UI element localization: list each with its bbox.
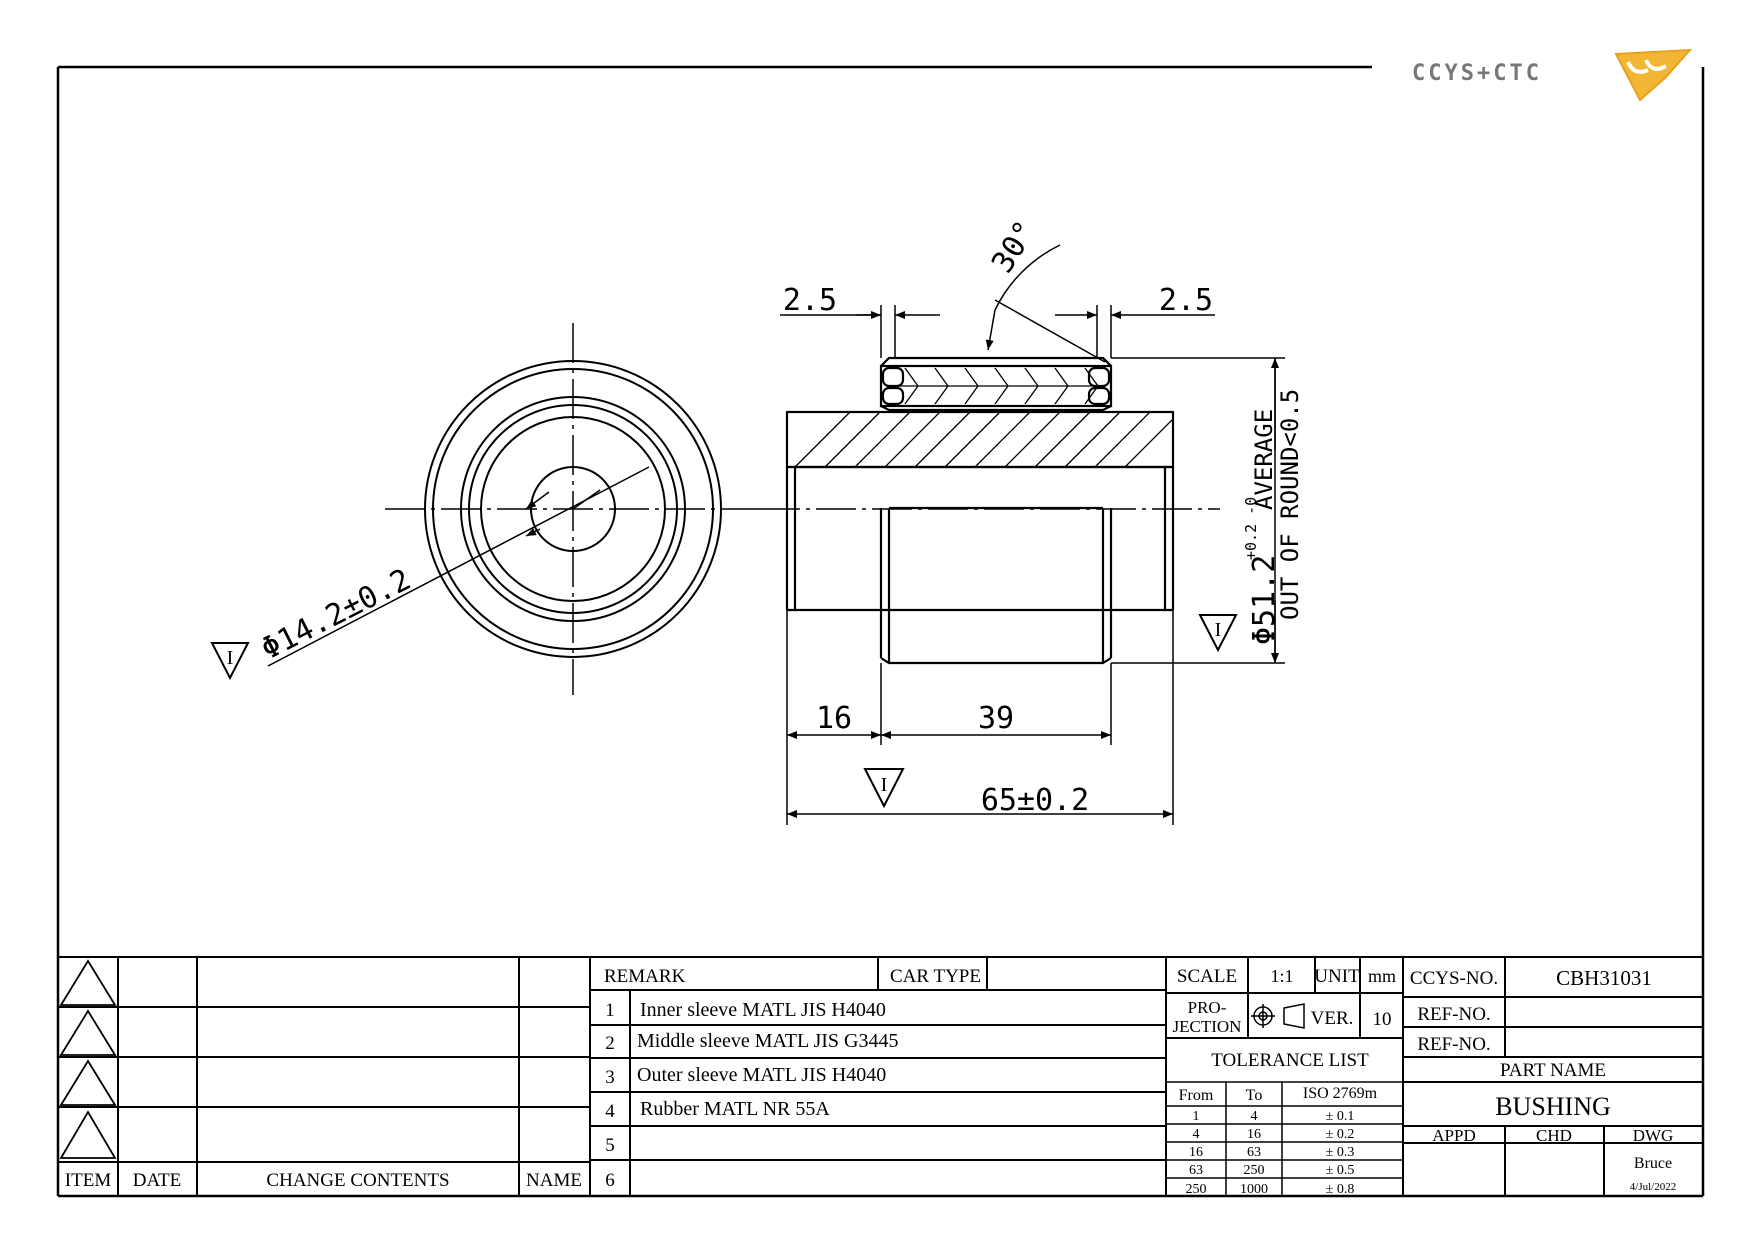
svg-text:CHANGE CONTENTS: CHANGE CONTENTS <box>266 1170 449 1191</box>
svg-text:APPD: APPD <box>1432 1126 1475 1145</box>
svg-text:DWG: DWG <box>1633 1126 1674 1145</box>
svg-text:4: 4 <box>605 1101 615 1122</box>
svg-text:5: 5 <box>605 1135 615 1156</box>
svg-text:6: 6 <box>605 1170 615 1191</box>
svg-text:REF-NO.: REF-NO. <box>1417 1004 1490 1025</box>
svg-text:1: 1 <box>1193 1109 1200 1124</box>
svg-text:16: 16 <box>1247 1127 1261 1142</box>
svg-text:PART NAME: PART NAME <box>1500 1060 1606 1081</box>
remark-texts: REMARK CAR TYPE 1 Inner sleeve MATL JIS … <box>604 966 981 1191</box>
svg-text:10: 10 <box>1373 1009 1392 1030</box>
svg-text:Φ51.2: Φ51.2 <box>1247 555 1282 645</box>
svg-text:CAR TYPE: CAR TYPE <box>890 966 981 987</box>
svg-text:To: To <box>1246 1087 1263 1104</box>
svg-text:UNIT: UNIT <box>1314 966 1360 987</box>
svg-text:VER.: VER. <box>1311 1008 1354 1029</box>
svg-text:I: I <box>1215 619 1222 641</box>
svg-text:From: From <box>1179 1087 1214 1104</box>
revision-headers: ITEM DATE CHANGE CONTENTS NAME <box>65 1170 582 1191</box>
end-view <box>267 323 760 695</box>
svg-text:TOLERANCE LIST: TOLERANCE LIST <box>1211 1050 1369 1071</box>
svg-text:SCALE: SCALE <box>1177 966 1237 987</box>
svg-text:Rubber MATL NR 55A: Rubber MATL NR 55A <box>640 1098 830 1120</box>
svg-text:I: I <box>881 774 888 796</box>
svg-text:ISO 2769m: ISO 2769m <box>1303 1085 1378 1102</box>
svg-text:Bruce: Bruce <box>1634 1155 1672 1172</box>
svg-text:Inner sleeve MATL JIS H4040: Inner sleeve MATL JIS H4040 <box>640 999 886 1021</box>
svg-text:63: 63 <box>1189 1163 1203 1178</box>
svg-text:NAME: NAME <box>526 1170 582 1191</box>
svg-text:CCYS+CTC: CCYS+CTC <box>1412 61 1542 86</box>
side-view <box>760 356 1220 665</box>
svg-text:4: 4 <box>1251 1109 1258 1124</box>
svg-text:AVERAGE: AVERAGE <box>1250 409 1278 510</box>
svg-text:ITEM: ITEM <box>65 1170 112 1191</box>
svg-text:OUT OF ROUND<0.5: OUT OF ROUND<0.5 <box>1276 389 1304 620</box>
svg-text:2: 2 <box>605 1033 615 1054</box>
svg-text:Middle sleeve MATL JIS G3445: Middle sleeve MATL JIS G3445 <box>637 1030 898 1052</box>
svg-text:± 0.2: ± 0.2 <box>1326 1127 1355 1142</box>
title-block-texts: SCALE 1:1 UNIT mm PRO- JECTION VER. 10 T… <box>1173 966 1677 1197</box>
svg-text:4: 4 <box>1193 1127 1200 1142</box>
svg-text:Outer sleeve MATL JIS H4040: Outer sleeve MATL JIS H4040 <box>637 1064 886 1086</box>
company-logo: CCYS+CTC <box>1412 48 1693 102</box>
svg-text:30°: 30° <box>985 215 1043 280</box>
svg-text:± 0.8: ± 0.8 <box>1326 1182 1355 1197</box>
svg-text:Φ14.2±0.2: Φ14.2±0.2 <box>256 562 417 667</box>
svg-text:REMARK: REMARK <box>604 966 686 987</box>
svg-text:mm: mm <box>1368 966 1396 986</box>
svg-text:± 0.5: ± 0.5 <box>1326 1163 1355 1178</box>
svg-text:JECTION: JECTION <box>1173 1017 1242 1036</box>
svg-text:DATE: DATE <box>133 1170 182 1191</box>
svg-text:± 0.3: ± 0.3 <box>1326 1145 1355 1160</box>
svg-text:PRO-: PRO- <box>1188 998 1227 1017</box>
svg-text:65±0.2: 65±0.2 <box>981 783 1089 818</box>
dimension-texts: 2.5 2.5 30° 16 39 65±0.2 I I Φ51.2 +0.2 … <box>783 215 1304 818</box>
svg-text:250: 250 <box>1244 1163 1265 1178</box>
title-block <box>1166 957 1703 1196</box>
revision-table <box>58 956 1703 1196</box>
svg-text:2.5: 2.5 <box>1159 283 1213 318</box>
svg-text:REF-NO.: REF-NO. <box>1417 1034 1490 1055</box>
svg-text:CBH31031: CBH31031 <box>1556 966 1652 990</box>
svg-text:+0.2 -0: +0.2 -0 <box>1242 497 1260 560</box>
svg-text:CHD: CHD <box>1536 1126 1572 1145</box>
svg-text:1: 1 <box>605 1000 615 1021</box>
svg-text:BUSHING: BUSHING <box>1495 1092 1611 1121</box>
svg-text:± 0.1: ± 0.1 <box>1326 1109 1355 1124</box>
svg-text:1000: 1000 <box>1240 1182 1268 1197</box>
svg-text:I: I <box>227 647 234 669</box>
svg-text:250: 250 <box>1186 1182 1207 1197</box>
svg-text:16: 16 <box>1189 1145 1203 1160</box>
dimension-lines <box>780 244 1285 825</box>
remark-table <box>590 957 1167 1196</box>
svg-text:63: 63 <box>1247 1145 1261 1160</box>
svg-text:39: 39 <box>978 701 1014 736</box>
inner-diameter-label: I Φ14.2±0.2 <box>210 562 417 681</box>
svg-text:4/Jul/2022: 4/Jul/2022 <box>1630 1181 1676 1193</box>
svg-text:2.5: 2.5 <box>783 283 837 318</box>
svg-text:CCYS-NO.: CCYS-NO. <box>1410 968 1498 989</box>
svg-text:1:1: 1:1 <box>1270 966 1293 986</box>
svg-text:3: 3 <box>605 1067 615 1088</box>
svg-text:16: 16 <box>816 701 852 736</box>
